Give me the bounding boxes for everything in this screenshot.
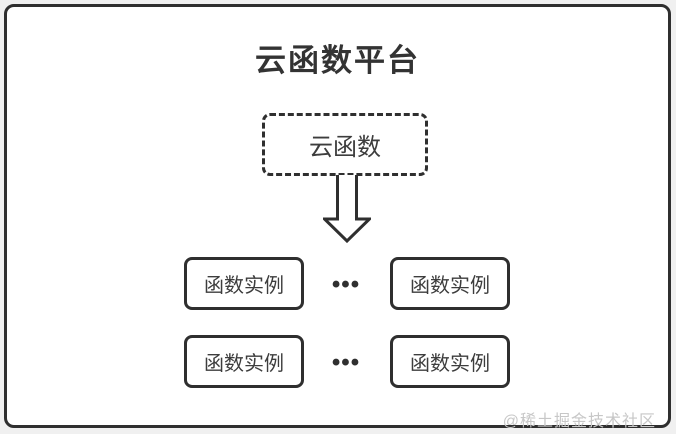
cloud-function-label: 云函数 [309,134,381,161]
function-instance-node: 函数实例 [390,335,510,388]
cloud-function-node: 云函数 [262,113,428,176]
function-instance-label: 函数实例 [410,275,490,297]
down-arrow-icon [320,175,374,244]
platform-frame: 云函数平台 云函数 函数实例 ••• 函数实例 函数实例 ••• 函数实例 @稀… [4,4,671,430]
function-instance-node: 函数实例 [390,257,510,310]
diagram-title: 云函数平台 [255,43,420,78]
function-instance-label: 函数实例 [204,353,284,375]
function-instance-label: 函数实例 [204,275,284,297]
ellipsis-dots: ••• [331,349,361,376]
function-instance-label: 函数实例 [410,353,490,375]
watermark: @稀土掘金技术社区 [502,413,656,430]
function-instance-node: 函数实例 [184,257,304,310]
ellipsis-dots: ••• [331,271,361,298]
function-instance-node: 函数实例 [184,335,304,388]
